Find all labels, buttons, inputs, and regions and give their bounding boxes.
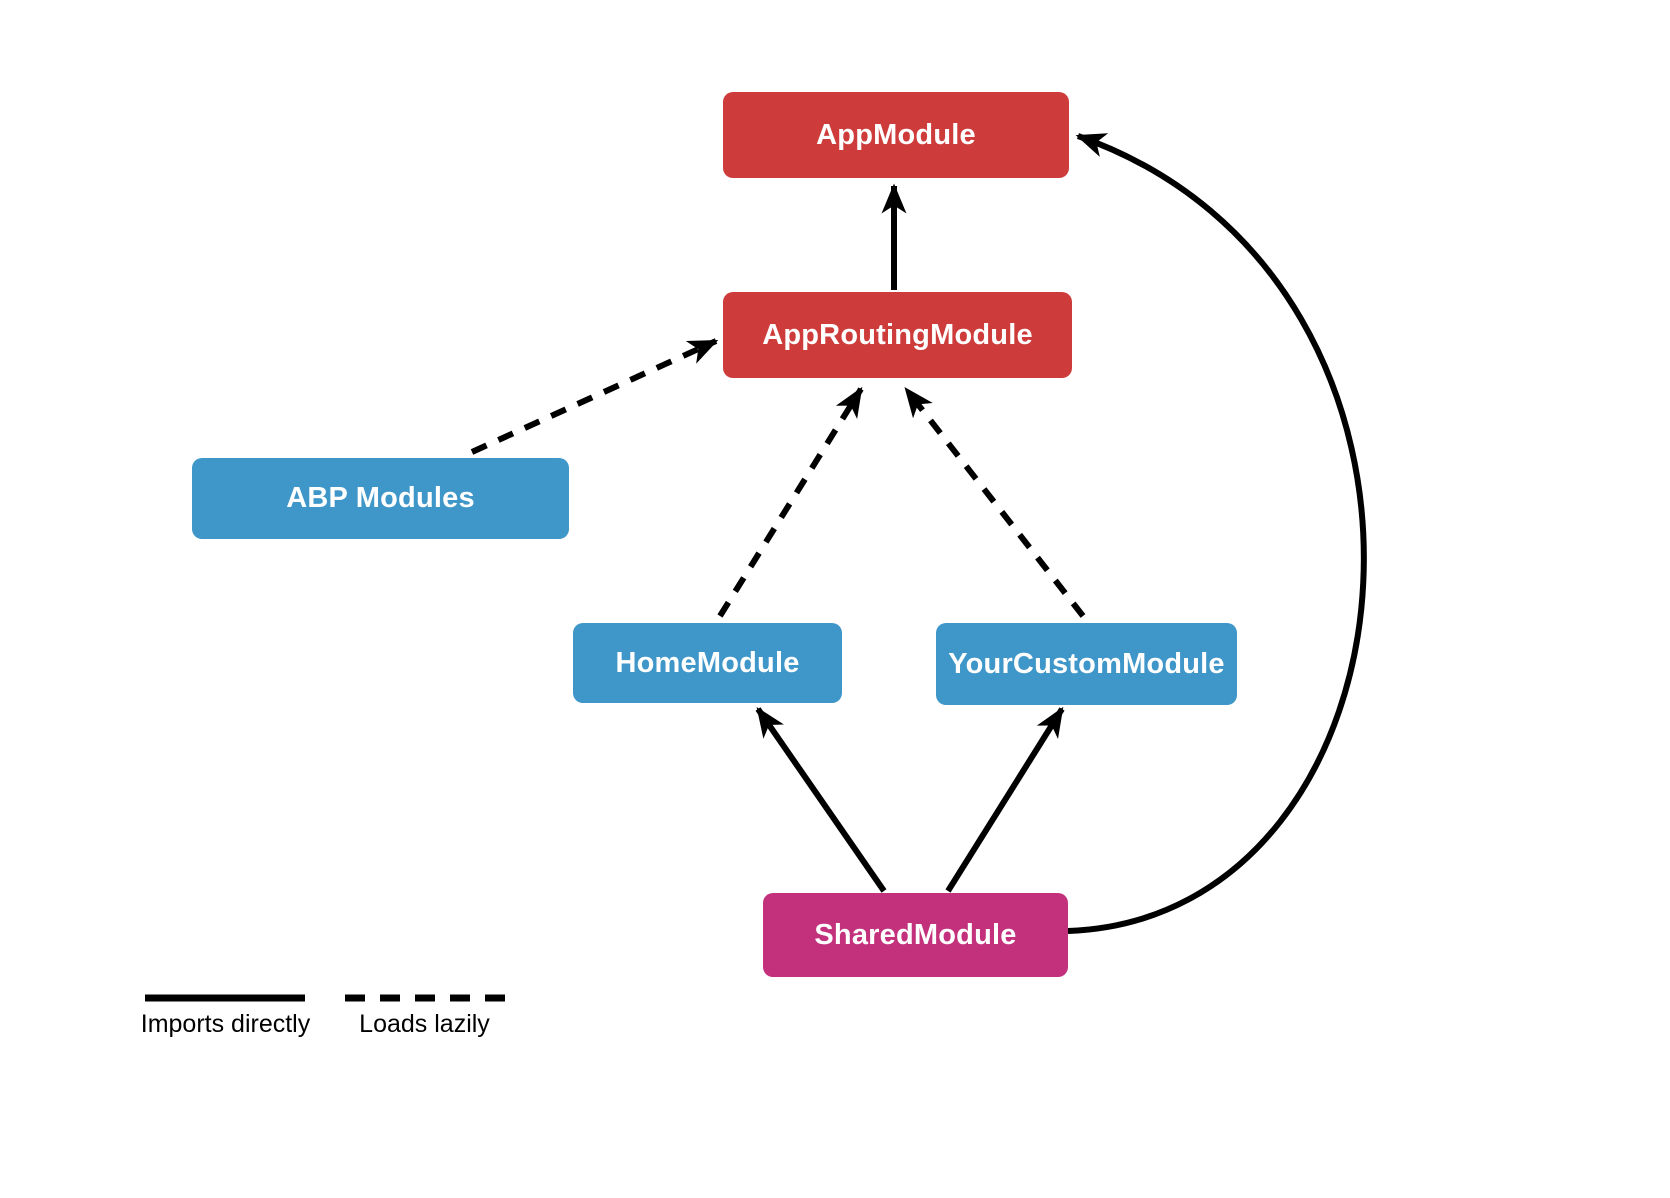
node-appmodule: AppModule xyxy=(723,92,1069,178)
legend-loads-lazily-label: Loads lazily xyxy=(359,1010,490,1038)
edge-abpmodules-to-approutingmodule xyxy=(470,338,719,455)
node-approutingmodule-label: AppRoutingModule xyxy=(762,318,1033,351)
node-yourcustommodule: YourCustomModule xyxy=(936,623,1237,705)
node-abpmodules: ABP Modules xyxy=(192,458,569,539)
edge-sharedmodule-to-appmodule xyxy=(1067,133,1367,934)
legend-imports-directly-label: Imports directly xyxy=(140,1010,311,1038)
edge-yourcustommodule-to-approutingmodule xyxy=(903,387,1086,618)
node-sharedmodule: SharedModule xyxy=(763,893,1068,977)
node-appmodule-label: AppModule xyxy=(816,118,976,151)
node-homemodule: HomeModule xyxy=(573,623,842,703)
edge-sharedmodule-to-homemodule xyxy=(755,706,887,893)
node-abpmodules-label: ABP Modules xyxy=(286,482,475,514)
node-sharedmodule-label: SharedModule xyxy=(814,918,1017,951)
edge-homemodule-to-approutingmodule xyxy=(717,386,864,618)
node-homemodule-label: HomeModule xyxy=(615,646,800,679)
node-yourcustommodule-label: YourCustomModule xyxy=(948,647,1225,680)
node-approutingmodule: AppRoutingModule xyxy=(723,292,1072,378)
edge-sharedmodule-to-yourcustommodule xyxy=(945,706,1065,893)
